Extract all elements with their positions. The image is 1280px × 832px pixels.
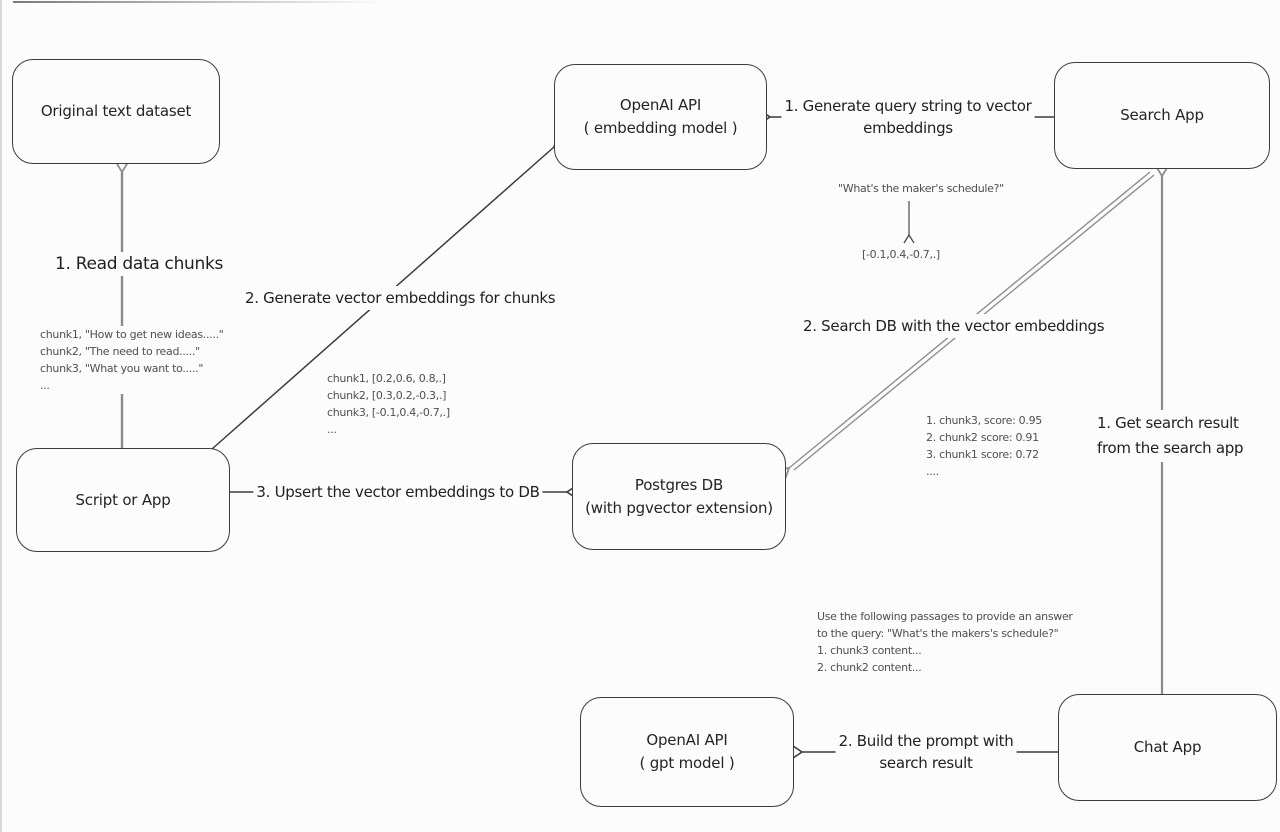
node-label-line1: Postgres DB (634, 475, 724, 494)
screenshot-top-edge (13, 1, 383, 3)
annotation-chunk-examples: chunk1, "How to get new ideas....." chun… (38, 326, 226, 394)
node-chat-app: Chat App (1058, 694, 1277, 801)
node-label: Script or App (75, 490, 171, 509)
node-label-line2: (with pgvector extension) (585, 498, 773, 517)
node-label-line1: OpenAI API (646, 731, 728, 749)
edge-label-build-prompt: 2. Build the prompt with search result (835, 729, 1017, 775)
edge-label-query-to-vector: 1. Generate query string to vector embed… (781, 94, 1035, 140)
annotation-embedding-examples: chunk1, [0.2,0.6, 0.8,.] chunk2, [0.3,0.… (327, 372, 450, 436)
node-script-or-app: Script or App (16, 448, 230, 552)
node-label-line2: ( gpt model ) (639, 754, 735, 772)
node-label-line1: OpenAI API (619, 96, 702, 114)
edge-label-generate-embeddings: 2. Generate vector embeddings for chunks (242, 286, 559, 310)
node-label: Chat App (1133, 738, 1202, 756)
node-openai-api-gpt: OpenAI API ( gpt model ) (580, 697, 794, 807)
node-openai-api-embedding: OpenAI API ( embedding model ) (554, 64, 767, 170)
annotation-query-vector: [-0.1,0.4,-0.7,.] (862, 248, 940, 261)
annotation-query-example: "What's the maker's schedule?" (838, 182, 1004, 195)
annotation-search-scores: 1. chunk3, score: 0.95 2. chunk2 score: … (926, 414, 1042, 478)
annotation-prompt-text: Use the following passages to provide an… (817, 610, 1073, 674)
edge-label-get-search-result: 1. Get search result from the search app (1094, 410, 1247, 462)
node-postgres-db: Postgres DB (with pgvector extension) (572, 443, 786, 550)
node-search-app: Search App (1054, 62, 1270, 169)
screenshot-left-edge (0, 0, 2, 832)
node-label: Search App (1120, 106, 1204, 124)
node-label-line2: ( embedding model ) (583, 119, 738, 137)
node-original-text-dataset: Original text dataset (12, 59, 220, 164)
edge-label-search-db: 2. Search DB with the vector embeddings (800, 314, 1108, 338)
edge-label-upsert-to-db: 3. Upsert the vector embeddings to DB (253, 480, 543, 504)
edge-label-read-data-chunks: 1. Read data chunks (52, 252, 227, 276)
node-label: Original text dataset (40, 102, 192, 120)
